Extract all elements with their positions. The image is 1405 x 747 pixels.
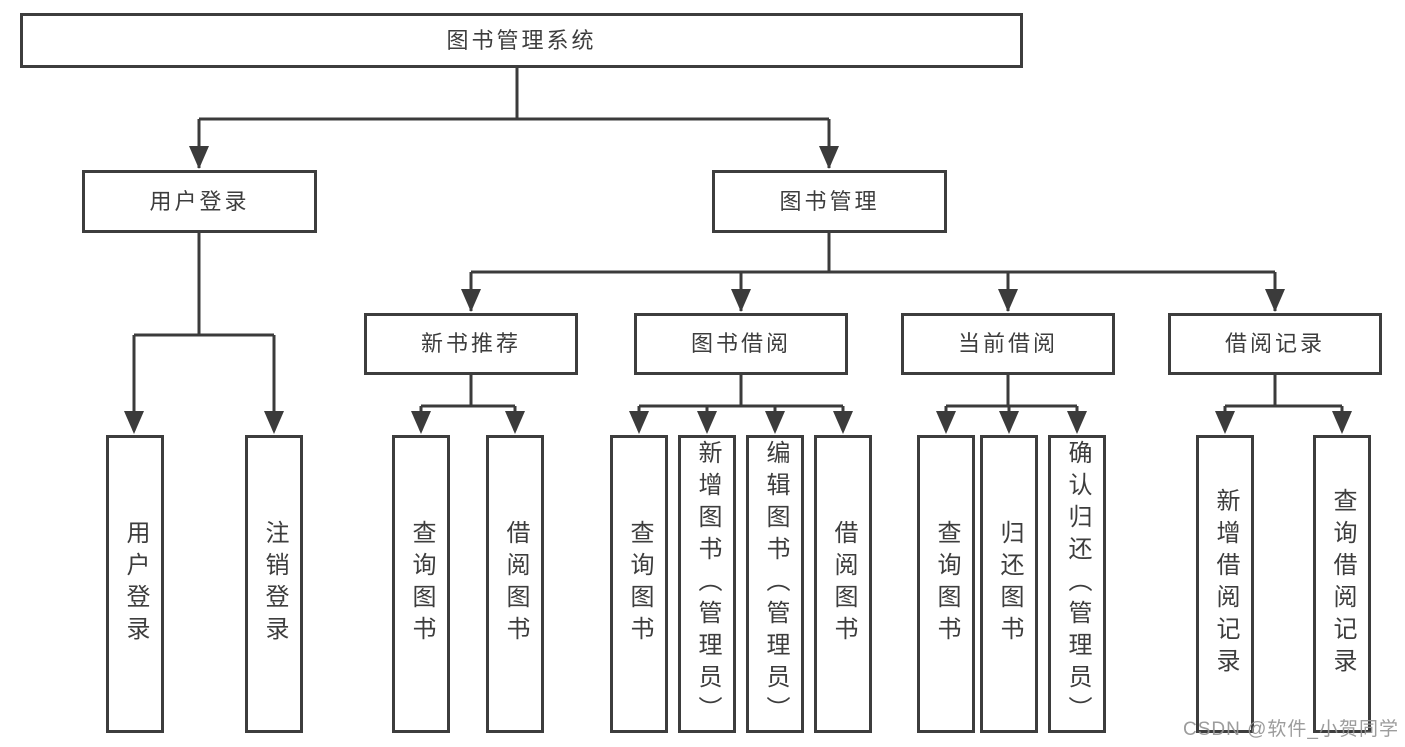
node-label: 新增借阅记录 — [1212, 488, 1239, 680]
leaf-return-books: 归还图书 — [980, 435, 1038, 733]
leaf-borrow-books: 借阅图书 — [814, 435, 872, 733]
node-label: 用户登录 — [149, 188, 250, 214]
node-label: 图书管理 — [779, 188, 880, 214]
leaf-query-books: 查询图书 — [610, 435, 668, 733]
node-label: 图书管理系统 — [446, 27, 597, 53]
leaf-add-borrow-record: 新增借阅记录 — [1196, 435, 1254, 733]
node-label: 当前借阅 — [957, 331, 1058, 356]
csdn-watermark: CSDN @软件_小贺同学 — [1183, 719, 1399, 740]
node-label: 编辑图书（管理员） — [762, 440, 789, 728]
node-borrow-records: 借阅记录 — [1168, 313, 1382, 375]
leaf-query-books-recommend: 查询图书 — [392, 435, 450, 733]
node-current-borrowing: 当前借阅 — [901, 313, 1115, 375]
leaf-query-borrow-record: 查询借阅记录 — [1313, 435, 1371, 733]
leaf-borrow-books-recommend: 借阅图书 — [486, 435, 544, 733]
leaf-user-login: 用户登录 — [106, 435, 164, 733]
leaf-confirm-return-admin: 确认归还（管理员） — [1048, 435, 1106, 733]
leaf-edit-books-admin: 编辑图书（管理员） — [746, 435, 804, 733]
node-label: 注销登录 — [261, 520, 288, 648]
node-label: 查询图书 — [408, 520, 435, 648]
node-label: 借阅图书 — [502, 520, 529, 648]
node-new-book-recommend: 新书推荐 — [364, 313, 578, 375]
leaf-logout: 注销登录 — [245, 435, 303, 733]
node-label: 查询图书 — [626, 520, 653, 648]
node-label: 确认归还（管理员） — [1064, 440, 1091, 728]
arrowhead-icons — [124, 146, 1352, 434]
leaf-query-books-current: 查询图书 — [917, 435, 975, 733]
node-label: 查询图书 — [933, 520, 960, 648]
node-label: 新增图书（管理员） — [694, 440, 721, 728]
node-label: 图书借阅 — [690, 331, 791, 356]
leaf-add-books-admin: 新增图书（管理员） — [678, 435, 736, 733]
node-book-management: 图书管理 — [712, 170, 947, 233]
node-book-borrowing: 图书借阅 — [634, 313, 848, 375]
node-system-root: 图书管理系统 — [20, 13, 1023, 68]
node-label: 归还图书 — [996, 520, 1023, 648]
node-label: 借阅图书 — [830, 520, 857, 648]
node-label: 查询借阅记录 — [1329, 488, 1356, 680]
node-label: 新书推荐 — [420, 331, 521, 356]
node-user-login: 用户登录 — [82, 170, 317, 233]
node-label: 借阅记录 — [1224, 331, 1325, 356]
node-label: 用户登录 — [122, 520, 149, 648]
